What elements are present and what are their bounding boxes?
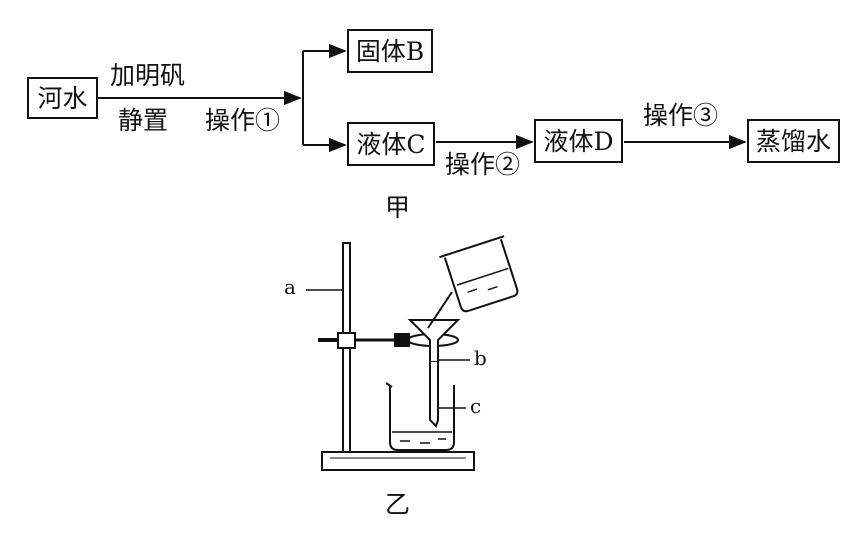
funnel-stem: [429, 362, 439, 428]
label-c: c: [470, 394, 482, 418]
label-b: b: [474, 346, 487, 370]
solid-b-box: 固体B: [347, 29, 433, 73]
operation2-label: 操作②: [445, 150, 521, 179]
liquid-d-box: 液体D: [534, 119, 623, 163]
label-a: a: [284, 275, 296, 299]
stand-base: [321, 451, 475, 471]
add-alum-label: 加明矾: [110, 61, 186, 90]
liquid-d-label: 液体D: [543, 126, 614, 156]
ring-clamp-screw: [394, 333, 410, 347]
figure-caption-yi: 乙: [385, 490, 411, 519]
clamp-boss: [337, 332, 356, 349]
pouring-beaker: [443, 238, 519, 313]
distilled-water-label: 蒸馏水: [755, 126, 831, 156]
filtration-apparatus: [306, 235, 519, 471]
distilled-water-box: 蒸馏水: [747, 119, 840, 163]
receiving-beaker: [389, 385, 455, 451]
river-water-box: 河水: [27, 77, 98, 119]
figure-caption-jia: 甲: [385, 193, 411, 222]
liquid-c-label: 液体C: [356, 129, 426, 159]
liquid-c-box: 液体C: [347, 122, 435, 166]
river-water-label: 河水: [37, 83, 88, 113]
operation3-label: 操作③: [643, 101, 719, 130]
solid-b-label: 固体B: [355, 36, 425, 66]
funnel: [407, 319, 461, 363]
settle-label: 静置: [118, 106, 169, 135]
operation1-label: 操作①: [205, 106, 281, 135]
glass-rod: [427, 291, 453, 329]
